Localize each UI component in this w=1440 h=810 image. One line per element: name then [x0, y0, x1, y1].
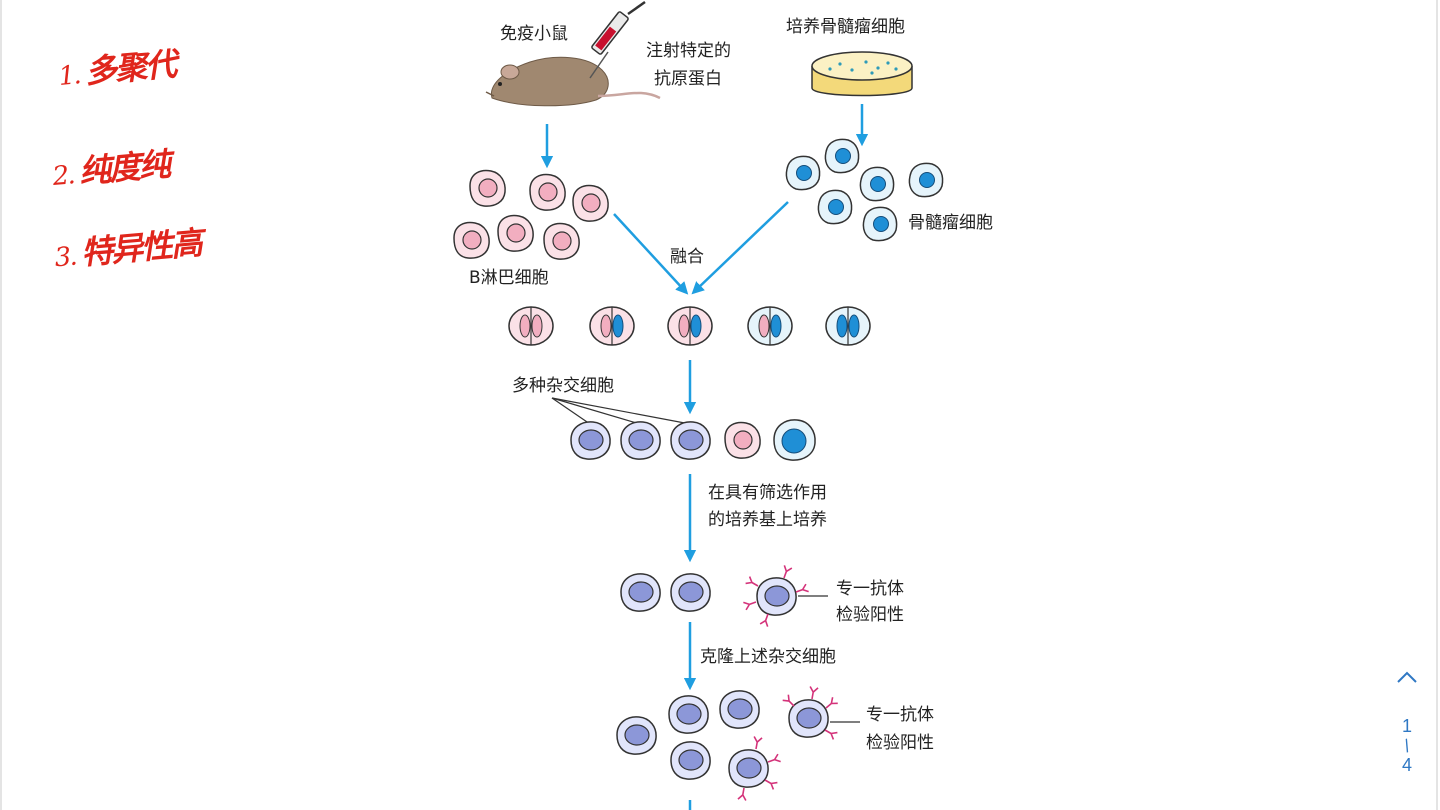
fused-cell-pair-blue-pink: [667, 306, 713, 346]
antibody-label-2-line-1: 专一抗体: [866, 705, 934, 725]
syringe-icon: [589, 0, 646, 79]
injection-label-line-2: 抗原蛋白: [654, 69, 722, 89]
fused-cell-pair-pink-blue: [589, 306, 635, 346]
b-lymphocyte-group: [453, 169, 609, 260]
arrow-myeloma-to-fusion: [691, 201, 789, 295]
frame-edge-left: [0, 0, 2, 810]
antibody-label-2-line-2: 检验阳性: [866, 733, 934, 753]
injection-label-line-1: 注射特定的: [646, 41, 731, 61]
current-page-number: 1: [1401, 716, 1412, 736]
mouse-illustration: [485, 56, 661, 107]
cloned-hybridoma-group: [616, 685, 839, 802]
clone-label: 克隆上述杂交细胞: [700, 647, 836, 667]
chevron-up-icon[interactable]: [1390, 668, 1424, 694]
fusion-label: 融合: [670, 247, 704, 267]
screen-label-line-2: 的培养基上培养: [708, 510, 827, 530]
screen-label-line-1: 在具有筛选作用: [708, 483, 827, 503]
total-page-count: 4: [1401, 755, 1412, 775]
frame-edge-right: [1436, 0, 1438, 810]
fused-cell-pair-pink-pink: [508, 306, 554, 346]
selected-hybridoma-row: [620, 564, 810, 628]
fused-cell-pair-blue-blue: [825, 306, 871, 346]
culture-label: 培养骨髓瘤细胞: [786, 17, 905, 37]
mouse-label: 免疫小鼠: [500, 24, 568, 44]
fused-cell-pair-pink-blue-2: [747, 306, 793, 346]
antibody-label-1-line-2: 检验阳性: [836, 605, 904, 625]
hybrid-pointer-lines: [551, 397, 691, 425]
hybrid-label: 多种杂交细胞: [512, 376, 614, 396]
hybrid-cell-row: [570, 419, 816, 461]
page-indicator: 1 / 4: [1390, 668, 1424, 776]
antibody-label-1-line-1: 专一抗体: [836, 579, 904, 599]
arrow-bcells-to-fusion: [613, 213, 689, 295]
culture-dish-icon: [811, 51, 913, 97]
myeloma-label: 骨髓瘤细胞: [908, 213, 993, 233]
b-cell-label: B淋巴细胞: [469, 268, 549, 288]
